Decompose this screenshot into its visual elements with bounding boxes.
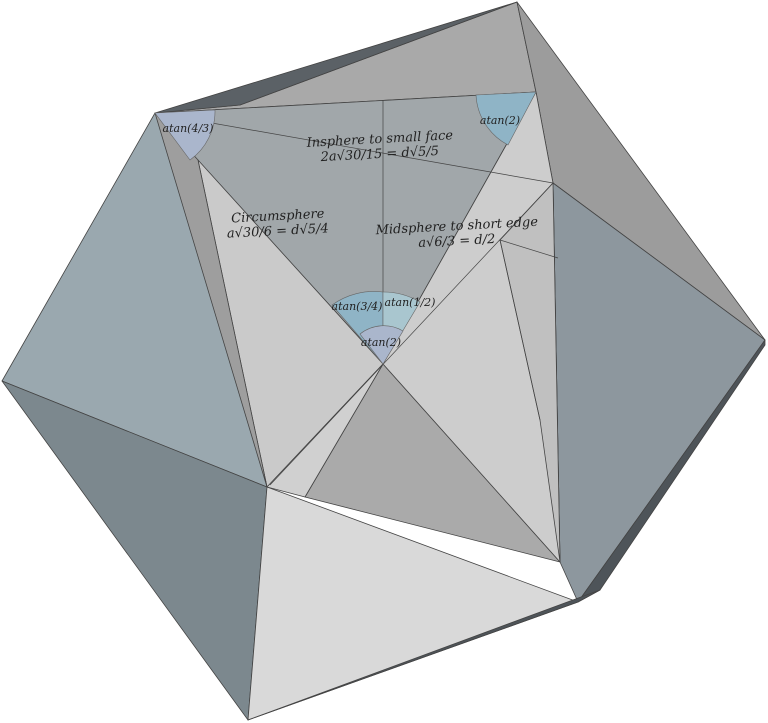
angle-label-center-left: atan(3/4) — [332, 300, 383, 313]
circumsphere-formula: a√30/6 = d√5/4 — [227, 221, 330, 241]
angle-label-top-right: atan(2) — [480, 114, 520, 127]
angle-arc-top-right — [475, 91, 537, 146]
angle-label-center-bottom: atan(2) — [361, 336, 401, 349]
angle-arc-center-bottom — [359, 325, 404, 365]
line-circumsphere — [154, 112, 554, 184]
face-inner-bottom-left — [266, 363, 384, 498]
angle-label-top-left: atan(4/3) — [163, 122, 214, 135]
circumsphere-title: Circumsphere — [231, 207, 325, 227]
line-midsphere — [269, 182, 554, 486]
face-bottom-sliver — [247, 589, 601, 721]
midsphere-formula: a√6/3 = d/2 — [418, 232, 496, 251]
line-edge — [499, 239, 559, 259]
face-top-left-sliver — [154, 1, 518, 114]
angle-arc-top-left — [154, 109, 216, 161]
angle-label-center-right: atan(1/2) — [385, 296, 436, 309]
line-edge2 — [499, 239, 541, 421]
insphere-formula: 2a√30/15 = d√5/5 — [319, 144, 439, 165]
